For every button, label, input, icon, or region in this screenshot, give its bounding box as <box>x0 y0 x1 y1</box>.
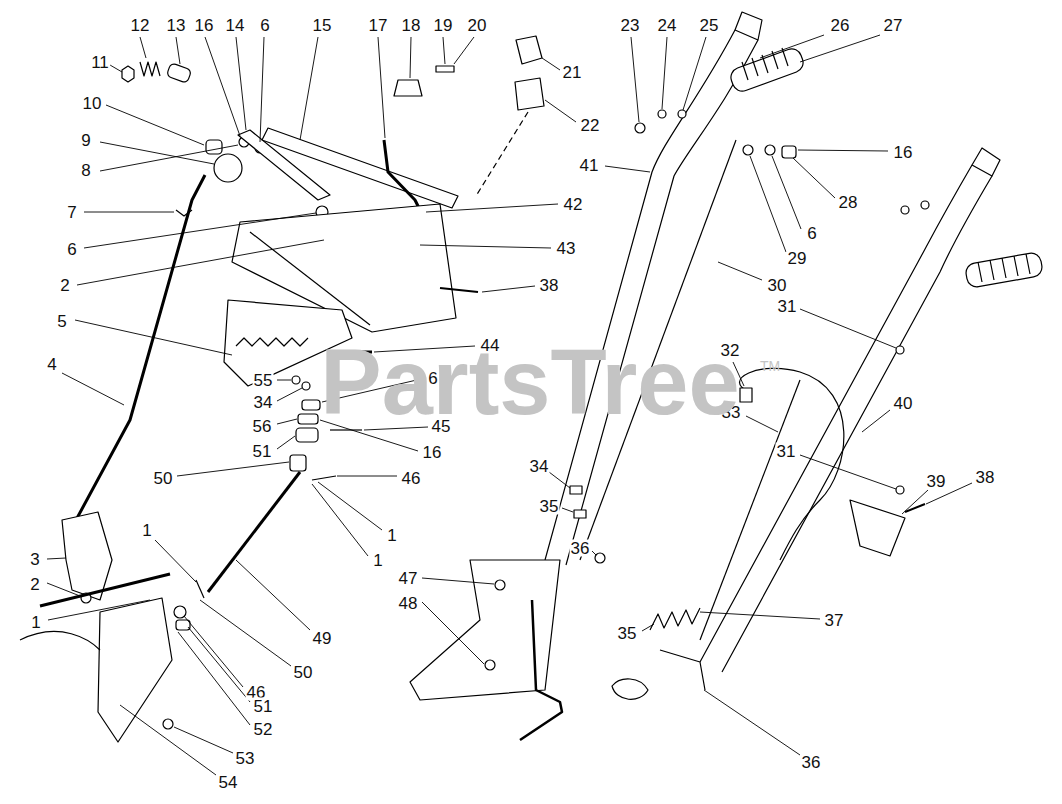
callout-number: 37 <box>824 612 845 629</box>
callout-number: 2 <box>29 576 40 593</box>
callout-number: 34 <box>253 394 274 411</box>
callout-number: 41 <box>579 157 600 174</box>
callout-number: 9 <box>80 132 91 149</box>
callout-number: 18 <box>401 17 422 34</box>
callout-number: 51 <box>252 443 273 460</box>
callout-number: 5 <box>56 313 67 330</box>
callout-number: 46 <box>401 470 422 487</box>
callout-number: 23 <box>620 17 641 34</box>
callout-number: 55 <box>253 372 274 389</box>
callout-number: 4 <box>46 356 57 373</box>
callout-number: 8 <box>80 162 91 179</box>
callout-number: 50 <box>153 470 174 487</box>
callout-number: 13 <box>166 17 187 34</box>
callout-number: 10 <box>82 95 103 112</box>
callout-number: 14 <box>225 17 246 34</box>
callout-number: 35 <box>539 498 560 515</box>
callout-number: 50 <box>293 664 314 681</box>
callout-number: 1 <box>141 522 152 539</box>
callout-number: 16 <box>422 444 443 461</box>
callout-number: 29 <box>787 250 808 267</box>
callout-number: 51 <box>253 698 274 715</box>
trademark-mark: TM <box>760 358 780 374</box>
callout-number: 24 <box>657 17 678 34</box>
callout-number: 36 <box>801 754 822 771</box>
callout-number: 6 <box>66 241 77 258</box>
callout-number: 2 <box>59 277 70 294</box>
callout-number: 54 <box>218 774 239 791</box>
callout-number: 22 <box>580 117 601 134</box>
callout-number: 16 <box>893 144 914 161</box>
callout-number: 47 <box>398 570 419 587</box>
callout-number: 49 <box>312 630 333 647</box>
callout-number: 42 <box>563 196 584 213</box>
callout-number: 12 <box>130 17 151 34</box>
callout-number: 19 <box>433 17 454 34</box>
callout-number: 3 <box>29 551 40 568</box>
callout-number: 25 <box>699 17 720 34</box>
callout-number: 6 <box>806 225 817 242</box>
callout-number: 21 <box>562 64 583 81</box>
callout-number: 39 <box>926 473 947 490</box>
watermark: PartsTree <box>320 330 739 435</box>
callout-number: 6 <box>259 17 270 34</box>
callout-number: 1 <box>30 614 41 631</box>
callout-number: 48 <box>398 595 419 612</box>
callout-number: 27 <box>883 17 904 34</box>
callout-number: 43 <box>556 240 577 257</box>
callout-number: 31 <box>777 298 798 315</box>
callout-number: 7 <box>66 204 77 221</box>
callout-number: 15 <box>312 17 333 34</box>
callout-number: 17 <box>368 17 389 34</box>
callout-number: 11 <box>90 54 110 71</box>
callout-number: 34 <box>529 458 550 475</box>
callout-number: 36 <box>570 540 591 557</box>
callout-number: 30 <box>767 277 788 294</box>
callout-number: 53 <box>235 750 256 767</box>
callout-number: 20 <box>467 17 488 34</box>
callout-number: 1 <box>372 552 383 569</box>
callout-number: 52 <box>253 721 274 738</box>
callout-number: 56 <box>252 418 273 435</box>
callout-number: 38 <box>975 469 996 486</box>
callout-number: 38 <box>539 277 560 294</box>
callout-number: 40 <box>893 395 914 412</box>
callout-number: 16 <box>194 17 215 34</box>
callout-number: 35 <box>617 625 638 642</box>
callout-number: 31 <box>776 443 797 460</box>
callout-number: 26 <box>830 17 851 34</box>
callout-number: 28 <box>838 194 859 211</box>
callout-number: 1 <box>386 527 397 544</box>
